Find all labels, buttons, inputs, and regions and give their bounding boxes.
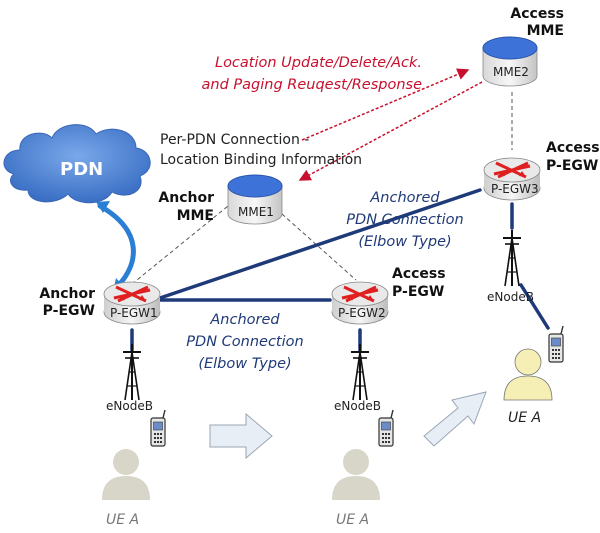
access-mme-role-line-1: Access: [510, 6, 564, 22]
anchor-pegw-role-line-2: P-EGW: [42, 303, 95, 319]
connection-upper-line-1: Anchored: [370, 190, 440, 206]
anchor-mme-role-line-2: MME: [176, 208, 214, 224]
access-pegw3-role-line-2: P-EGW: [546, 158, 599, 174]
ue-person-1-icon: [102, 449, 150, 500]
control-links: [131, 92, 513, 285]
phone-2-icon: [378, 409, 394, 447]
ue-1-label: UE A: [106, 512, 140, 528]
connection-upper-line-3: (Elbow Type): [358, 234, 452, 250]
access-mme-role-line-2: MME: [526, 23, 564, 39]
pdn-cloud: [3, 124, 151, 204]
phone-1-icon: [150, 409, 166, 447]
enodeb-3-tower-icon: [502, 229, 522, 287]
signaling-arrows: [298, 68, 483, 181]
connection-upper-line-2: PDN Connection: [346, 212, 464, 228]
message-line-2: and Paging Reuqest/Response: [201, 77, 422, 93]
message-line-1: Location Update/Delete/Ack.: [214, 55, 422, 71]
anchor-pegw-device-label: P-EGW1: [110, 306, 158, 320]
binding-info-line-2: Location Binding Information: [160, 152, 363, 168]
anchor-pegw-role-line-1: Anchor: [39, 286, 95, 302]
enodeb-1-label: eNodeB: [106, 399, 153, 413]
access-pegw2-device-label: P-EGW2: [338, 306, 386, 320]
anchor-mme-device-label: MME1: [238, 205, 274, 219]
move-arrow-horizontal: [209, 412, 273, 460]
enodeb-3-label: eNodeB: [487, 290, 534, 304]
move-arrow-diagonal: [423, 391, 487, 447]
ue-person-2-icon: [332, 449, 380, 500]
phone-3-icon: [548, 325, 564, 363]
ue-person-3-icon: [503, 348, 553, 401]
ue-3-label: UE A: [508, 410, 542, 426]
access-pegw3-device-label: P-EGW3: [491, 182, 539, 196]
binding-info-line-1: Per-PDN Connection -: [160, 132, 310, 148]
connection-lower-line-3: (Elbow Type): [198, 356, 292, 372]
access-pegw2-role-line-2: P-EGW: [392, 284, 445, 300]
access-mme-device-label: MME2: [493, 65, 529, 79]
enodeb-1-tower-icon: [122, 343, 142, 401]
anchor-mme-role-line-1: Anchor: [158, 190, 214, 206]
enodeb-2-tower-icon: [350, 343, 370, 401]
pdn-link-arrow: [96, 201, 136, 292]
pdn-label: PDN: [60, 159, 104, 180]
access-pegw3-role-line-1: Access: [546, 140, 600, 156]
ue-2-label: UE A: [336, 512, 370, 528]
access-pegw2-role-line-1: Access: [392, 266, 446, 282]
connection-lower-line-1: Anchored: [210, 312, 280, 328]
enodeb-2-label: eNodeB: [334, 399, 381, 413]
connection-lower-line-2: PDN Connection: [186, 334, 304, 350]
